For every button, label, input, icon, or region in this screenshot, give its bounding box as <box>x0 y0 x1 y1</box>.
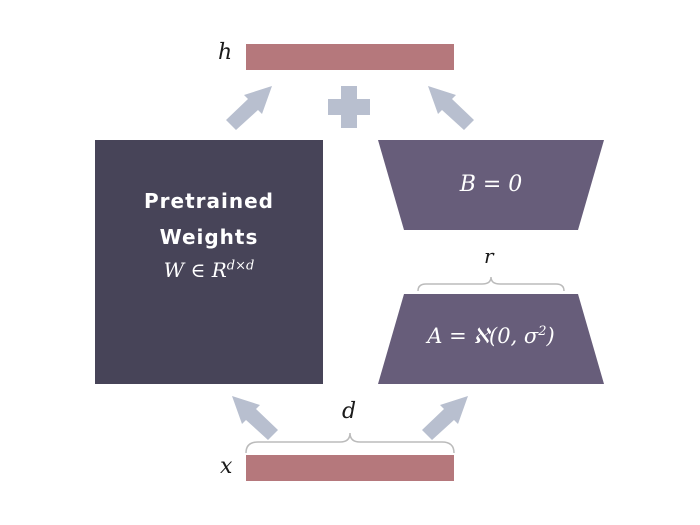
matrix-a-eq-base: A = ℵ(0, σ <box>427 324 539 348</box>
matrix-a-eq-end: ) <box>546 324 555 348</box>
arrow-icon-bottom-right <box>422 396 468 440</box>
brace-r <box>417 276 565 292</box>
pretrained-title-line2: Weights <box>159 225 259 249</box>
matrix-b-equation: B = 0 <box>459 172 523 197</box>
label-r: r <box>484 244 494 268</box>
label-h: h <box>218 40 233 65</box>
matrix-a-block <box>378 294 604 384</box>
pretrained-eq-sup: d×d <box>226 258 255 274</box>
matrix-b-block <box>378 140 604 230</box>
input-vector-x <box>246 455 454 481</box>
arrow-icon-top-right <box>428 86 474 130</box>
matrix-a-equation: A = ℵ(0, σ2) <box>378 324 604 348</box>
matrix-a-eq-sup: 2 <box>538 324 547 339</box>
output-vector-h <box>246 44 454 70</box>
arrow-icon-bottom-left <box>232 396 278 440</box>
label-x: x <box>220 454 233 479</box>
pretrained-weights-block <box>95 140 323 384</box>
pretrained-title-line1: Pretrained <box>144 189 274 213</box>
arrow-icon-top-left <box>226 86 272 130</box>
pretrained-eq-base: W ∈ R <box>163 258 227 282</box>
pretrained-equation: W ∈ Rd×d <box>95 258 323 282</box>
brace-d <box>245 432 455 454</box>
pretrained-weights-title: Pretrained Weights <box>95 183 323 255</box>
plus-icon <box>328 86 370 128</box>
label-d: d <box>342 399 357 424</box>
